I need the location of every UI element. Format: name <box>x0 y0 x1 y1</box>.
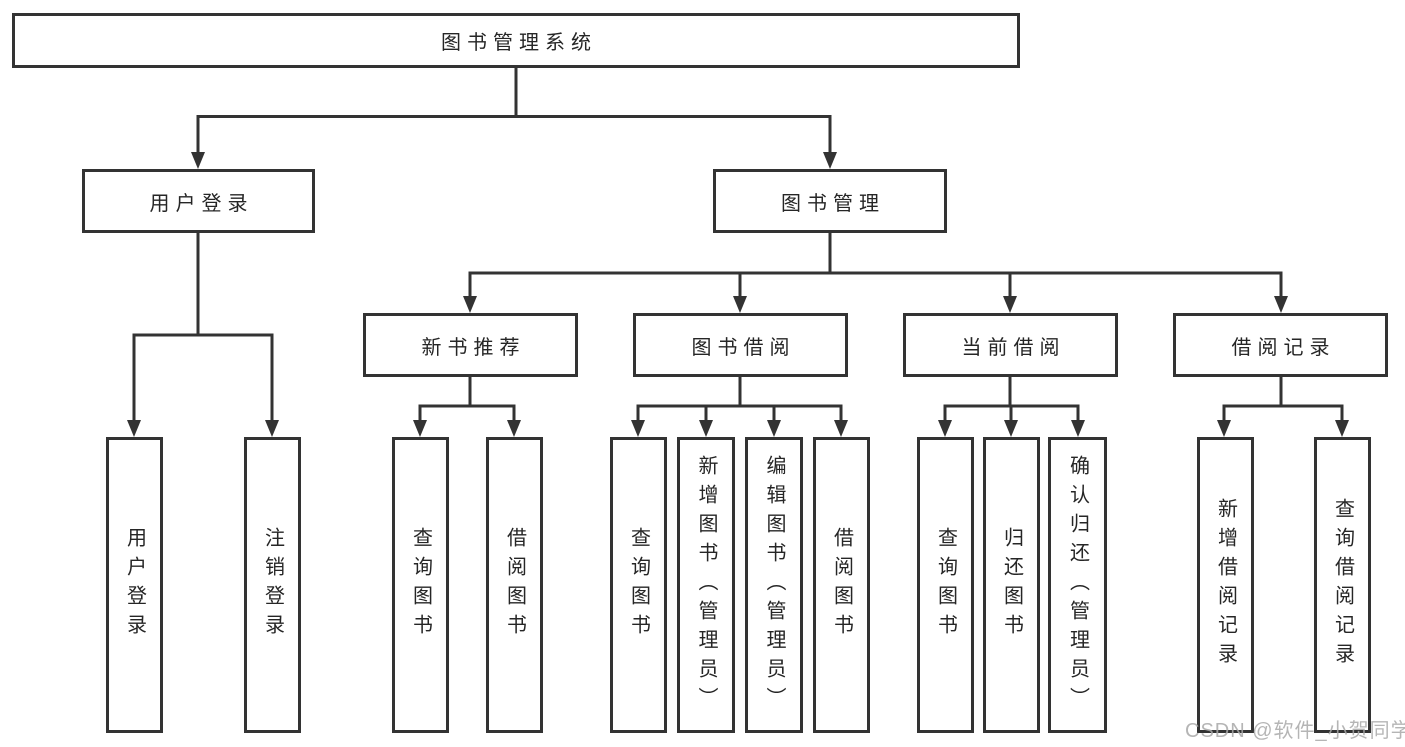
leaf-logout: 注销登录 <box>244 437 301 733</box>
node-new-book-recommendation-label: 新书推荐 <box>421 336 526 359</box>
node-book-borrowing-label: 图书借阅 <box>691 336 796 359</box>
node-borrowing-records-label: 借阅记录 <box>1231 336 1336 359</box>
leaf-query-borrow-record-label: 查询借阅记录 <box>1331 498 1354 672</box>
leaf-query-books-recommend-label: 查询图书 <box>409 527 432 643</box>
leaf-query-books-recommend: 查询图书 <box>392 437 449 733</box>
leaf-user-login-label: 用户登录 <box>123 527 146 643</box>
leaf-edit-books-admin: 编辑图书（管理员） <box>745 437 803 733</box>
node-book-borrowing: 图书借阅 <box>633 313 848 377</box>
leaf-return-books-label: 归还图书 <box>1000 527 1023 643</box>
node-current-borrowing-label: 当前借阅 <box>961 336 1066 359</box>
node-user-login-label: 用户登录 <box>149 192 254 215</box>
leaf-confirm-return-admin: 确认归还（管理员） <box>1048 437 1107 733</box>
leaf-borrow-books-recommend-label: 借阅图书 <box>503 527 526 643</box>
node-book-management-label: 图书管理 <box>781 192 885 215</box>
leaf-add-borrow-record: 新增借阅记录 <box>1197 437 1254 733</box>
leaf-borrow-books-label: 借阅图书 <box>830 527 853 643</box>
leaf-query-books-current: 查询图书 <box>917 437 974 733</box>
node-borrowing-records: 借阅记录 <box>1173 313 1388 377</box>
leaf-query-books-borrow-label: 查询图书 <box>627 527 650 643</box>
node-new-book-recommendation: 新书推荐 <box>363 313 578 377</box>
node-user-login: 用户登录 <box>82 169 315 233</box>
node-current-borrowing: 当前借阅 <box>903 313 1118 377</box>
leaf-add-books-admin: 新增图书（管理员） <box>677 437 735 733</box>
leaf-confirm-return-admin-label: 确认归还（管理员） <box>1066 454 1089 716</box>
leaf-logout-label: 注销登录 <box>261 527 284 643</box>
leaf-user-login: 用户登录 <box>106 437 163 733</box>
node-root: 图书管理系统 <box>12 13 1020 68</box>
leaf-query-borrow-record: 查询借阅记录 <box>1314 437 1371 733</box>
leaf-return-books: 归还图书 <box>983 437 1040 733</box>
leaf-edit-books-admin-label: 编辑图书（管理员） <box>763 454 785 716</box>
leaf-add-borrow-record-label: 新增借阅记录 <box>1214 498 1237 672</box>
leaf-borrow-books: 借阅图书 <box>813 437 870 733</box>
node-root-label: 图书管理系统 <box>441 32 597 54</box>
leaf-borrow-books-recommend: 借阅图书 <box>486 437 543 733</box>
node-book-management: 图书管理 <box>713 169 947 233</box>
watermark: CSDN @软件_小贺同学 <box>1185 720 1405 742</box>
leaf-query-books-current-label: 查询图书 <box>934 527 957 643</box>
leaf-query-books-borrow: 查询图书 <box>610 437 667 733</box>
leaf-add-books-admin-label: 新增图书（管理员） <box>695 454 717 716</box>
